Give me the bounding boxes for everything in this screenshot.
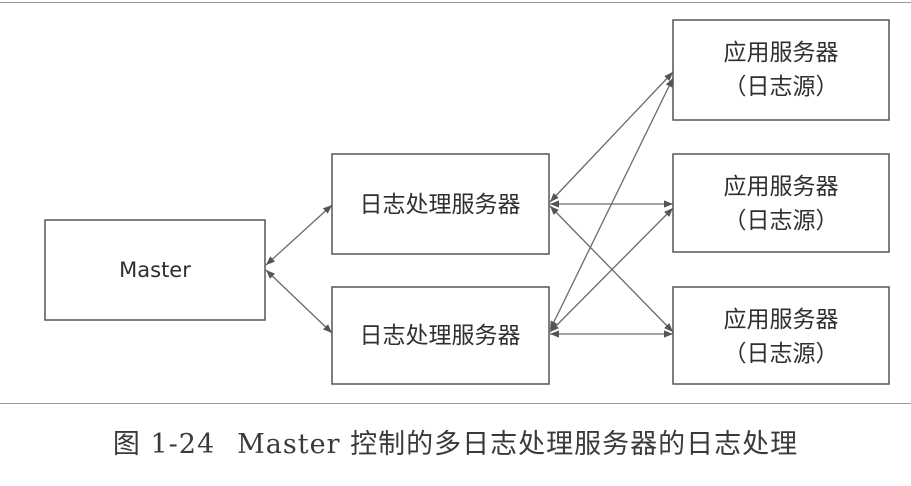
app-server-label: 应用服务器 (724, 174, 839, 200)
master-node: Master (44, 219, 266, 321)
log-processor-label: 日志处理服务器 (360, 192, 521, 218)
master-label: Master (119, 258, 191, 282)
figure-number: 图 1-24 (112, 429, 216, 460)
app-server-node: 应用服务器 （日志源） (672, 286, 890, 385)
app-server-sublabel: （日志源） (724, 74, 839, 100)
connector-master-proc1 (265, 204, 333, 266)
app-server-node: 应用服务器 （日志源） (672, 153, 890, 253)
connector-proc1-app1 (549, 71, 674, 203)
connector-proc2-app2 (549, 207, 674, 333)
connectors (265, 71, 674, 338)
top-rule (0, 2, 911, 3)
app-server-label: 应用服务器 (724, 40, 839, 66)
app-server-label: 应用服务器 (724, 307, 839, 333)
figure-caption: 图 1-24 Master 控制的多日志处理服务器的日志处理 (0, 422, 911, 461)
bottom-rule (0, 403, 911, 404)
app-server-sublabel: （日志源） (724, 208, 839, 234)
app-server-sublabel: （日志源） (724, 341, 839, 367)
log-processor-node: 日志处理服务器 (331, 286, 550, 385)
log-processor-label: 日志处理服务器 (360, 323, 521, 349)
figure-caption-text: Master 控制的多日志处理服务器的日志处理 (237, 429, 799, 460)
connector-master-proc2 (265, 269, 333, 334)
architecture-diagram: Master 日志处理服务器 日志处理服务器 应用服务器 （日志源） 应用服务器… (44, 19, 890, 385)
app-server-node: 应用服务器 （日志源） (672, 19, 890, 121)
log-processor-node: 日志处理服务器 (331, 153, 550, 255)
